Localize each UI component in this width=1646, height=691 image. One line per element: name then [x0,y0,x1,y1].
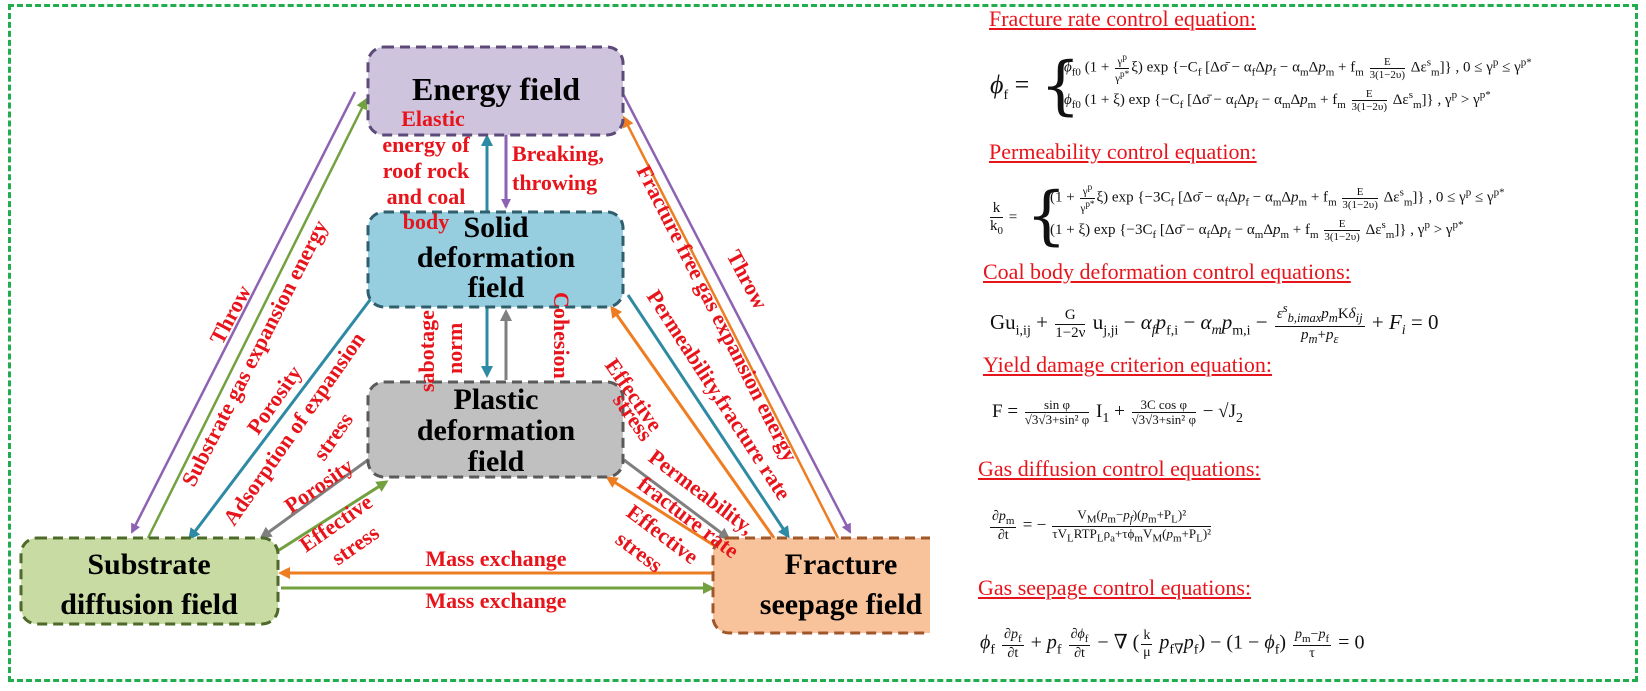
eq-title-yield: Yield damage criterion equation: [983,352,1272,377]
node-substrate-label-1: Substrate [87,548,210,581]
arrow-substrate-to-plastic-effective-stress [275,480,389,554]
node-substrate-field: Substrate diffusion field [19,536,280,626]
node-solid-label-2: deformation [417,241,576,274]
label-breaking-1: Breaking, [512,141,604,166]
label-throw-right: Throw [722,246,774,314]
node-solid-label-1: Solid [463,211,528,244]
eq-title-permeability: Permeability control equation: [989,139,1257,164]
label-elastic-4: and coal [387,184,466,209]
eq-yield: F = sin φ√3√3+sin² φ I1 + 3C cos φ√3√3+s… [992,397,1244,428]
arrow-substrate-to-energy-gas [146,97,368,539]
label-cohesion: Cohesion [549,292,574,379]
node-plastic-field: Plastic deformation field [366,380,625,479]
node-fracture-label-1: Fracture [785,548,898,581]
eq-title-fracture-rate: Fracture rate control equation: [989,6,1256,31]
eq-title-diffusion: Gas diffusion control equations: [978,456,1261,481]
label-mass-exchange-bottom: Mass exchange [425,588,566,613]
relation-labels: Elastic energy of roof rock and coal bod… [176,106,803,613]
label-norm: norm [442,323,467,374]
label-breaking-2: throwing [512,170,597,195]
node-plastic-box [366,380,625,479]
node-fracture-box [711,536,930,635]
node-energy-label: Energy field [412,71,580,107]
arrow-energy-to-substrate-throw [130,91,357,534]
node-solid-box [366,210,625,309]
arrow-fracture-to-solid-effective-stress [610,305,776,539]
label-elastic-1: Elastic [401,106,465,131]
node-energy-box [366,45,625,137]
node-solid-field: Solid deformation field [366,210,625,309]
label-elastic-3: roof rock [383,158,470,183]
node-fracture-field: Fracture seepage field [711,536,930,635]
node-fracture-label-2: seepage field [760,588,923,621]
label-elastic-5: body [403,209,449,234]
eq-title-seepage: Gas seepage control equations: [978,575,1252,600]
node-solid-label-3: field [468,271,525,304]
node-plastic-label-1: Plastic [454,383,539,416]
arrow-energy-to-fracture-throw [620,91,852,534]
node-substrate-box [19,536,280,626]
arrow-solid-to-substrate-porosity [188,291,378,541]
label-elastic-2: energy of [382,132,470,157]
arrow-fracture-to-energy-free-gas [622,115,840,539]
arrows [130,91,852,594]
node-plastic-label-2: deformation [417,414,576,447]
node-energy-field: Energy field [366,45,625,137]
label-sabotage: sabotage [414,310,439,392]
node-substrate-label-2: diffusion field [60,588,238,621]
node-plastic-label-3: field [468,445,525,478]
coupling-diagram: Energy field Solid deformation field Pla… [19,45,930,635]
arrow-plastic-to-substrate-porosity [259,455,373,539]
outer-dashed-frame [8,4,1638,682]
arrow-fracture-to-plastic-effective-stress [605,476,719,550]
arrow-solid-to-fracture-permeability [626,294,790,539]
label-mass-exchange-top: Mass exchange [425,546,566,571]
eq-title-coal-body: Coal body deformation control equations: [983,259,1351,284]
arrow-plastic-to-fracture-permeability [623,458,731,540]
